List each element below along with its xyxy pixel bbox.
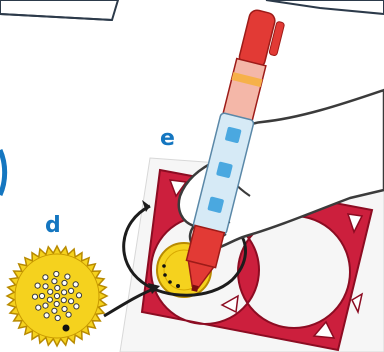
gear-hole	[47, 297, 52, 302]
gear-hole	[69, 299, 74, 304]
gear-hole	[55, 315, 60, 320]
gear-hole	[48, 289, 53, 294]
gear-hole	[65, 274, 70, 279]
gear-hole	[54, 271, 59, 276]
gear-hole	[62, 290, 67, 295]
top-left-panel	[0, 0, 118, 20]
gear-hole	[74, 304, 79, 309]
gear-hole	[43, 275, 48, 280]
step-label-d: d	[45, 215, 61, 237]
gear-hole	[76, 293, 81, 298]
gear-hole	[44, 313, 49, 318]
gear-hole	[39, 293, 44, 298]
gear-hole	[35, 283, 40, 288]
gear-hole	[52, 308, 57, 313]
top-right-panel	[266, 0, 384, 14]
gear-hole	[62, 306, 67, 311]
gear-hole	[36, 305, 41, 310]
gear-hole	[52, 279, 57, 284]
gear-wheel-illustration	[7, 246, 107, 346]
gear-hole	[43, 284, 48, 289]
gear-hole	[61, 298, 66, 303]
gear-hole	[73, 282, 78, 287]
gear-hole	[54, 301, 59, 306]
gear-hole	[62, 280, 67, 285]
gear-hole	[55, 285, 60, 290]
step-label-e: e	[160, 128, 175, 150]
gear-pen-hole	[63, 325, 70, 332]
gear-hole	[69, 288, 74, 293]
left-blue-arc	[0, 150, 5, 195]
gear-hole	[66, 312, 71, 317]
gear-hole	[43, 303, 48, 308]
gear-hole	[32, 294, 37, 299]
gear-hole	[54, 293, 59, 298]
